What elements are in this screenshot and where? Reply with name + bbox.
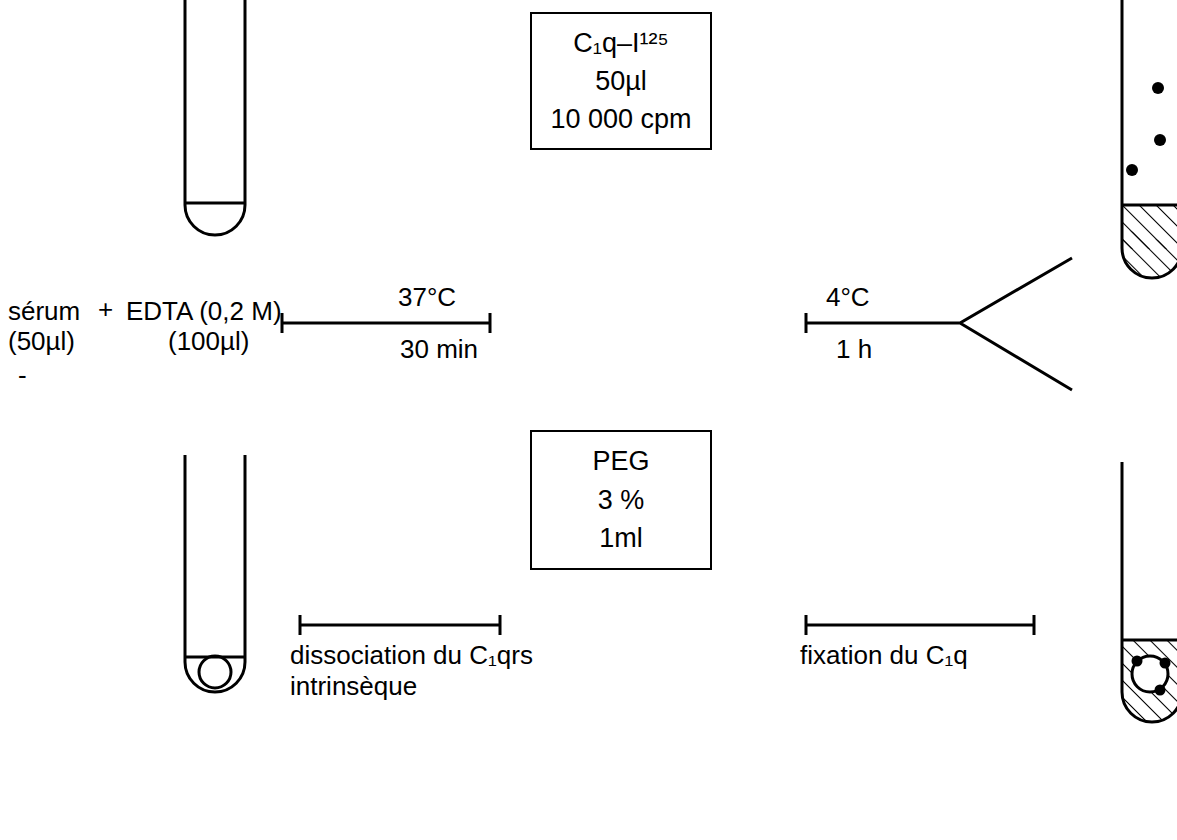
temperature: 4°C [826, 282, 870, 313]
reagent-box: C₁q–I¹²⁵ 50µl 10 000 cpm [530, 12, 712, 150]
duration: 30 min [400, 334, 478, 365]
time-bar [300, 615, 500, 635]
liquid-level [1122, 639, 1177, 642]
labelled-c1q [1154, 134, 1166, 146]
reagent-box: PEG 3 % 1ml [530, 430, 712, 570]
duration: 1 h [836, 334, 872, 365]
test-tube [1122, 462, 1177, 722]
test-tube [185, 0, 245, 235]
box-text: 50µl [595, 65, 647, 97]
test-tube [185, 455, 245, 692]
box-text: 10 000 cpm [550, 103, 691, 135]
immune-complex [199, 656, 231, 688]
temperature: 37°C [398, 282, 456, 313]
box-text: 3 % [598, 484, 645, 516]
liquid-level [185, 202, 245, 205]
volume-label: (100µl) [168, 326, 249, 357]
labelled-c1q [1155, 685, 1166, 696]
test-tube [1122, 0, 1177, 278]
box-text: C₁q–I¹²⁵ [573, 27, 668, 59]
operator: - [18, 360, 27, 391]
labelled-c1q [1132, 656, 1143, 667]
box-text: PEG [592, 445, 649, 477]
reagent-label: EDTA (0,2 M) [126, 296, 282, 327]
time-bar-fork [806, 258, 1072, 390]
labelled-c1q [1126, 164, 1138, 176]
labelled-c1q [1160, 658, 1171, 669]
step-label: fixation du C₁q [800, 640, 968, 671]
sample-label: sérum [8, 296, 80, 327]
box-text: 1ml [599, 522, 643, 554]
labelled-c1q [1152, 82, 1164, 94]
volume-label: (50µl) [8, 326, 75, 357]
operator: + [98, 294, 113, 325]
time-bar [806, 615, 1034, 635]
liquid-level [1122, 204, 1177, 207]
step-label: dissociation du C₁qrs intrinsèque [290, 640, 540, 702]
time-bar [282, 313, 490, 333]
